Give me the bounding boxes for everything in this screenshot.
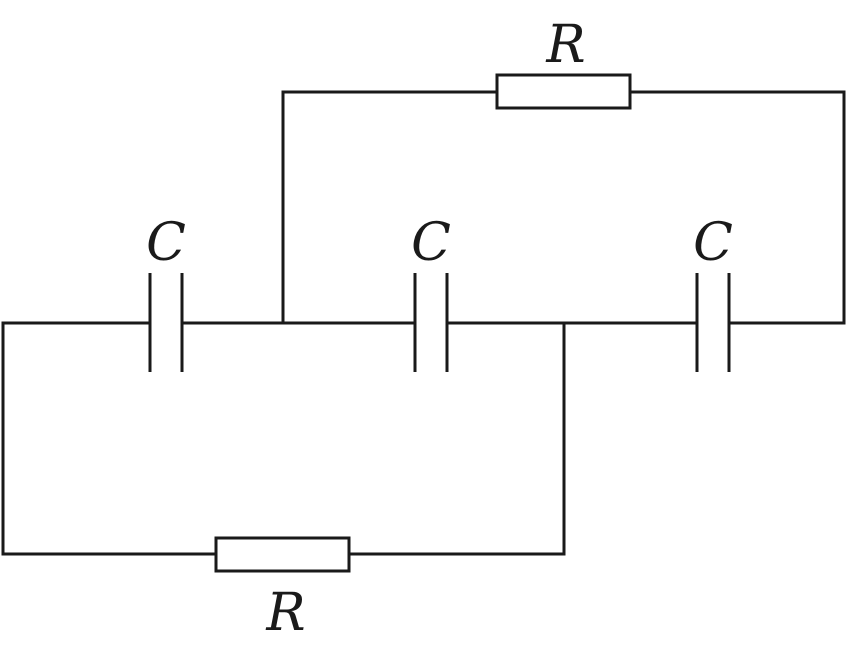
resistor-bottom (214, 536, 351, 573)
top-loop-wire (281, 90, 846, 325)
capacitor-left-label: C (146, 213, 186, 273)
capacitor-middle-label: C (411, 213, 451, 273)
capacitor-left (148, 273, 184, 372)
bottom-loop-wire (1, 321, 566, 556)
capacitor-middle (413, 273, 449, 372)
capacitor-right-label: C (693, 213, 733, 273)
resistor-top (495, 73, 632, 110)
resistor-top-label: R (545, 15, 585, 75)
capacitor-right (695, 273, 731, 372)
resistor-bottom-label: R (265, 583, 305, 643)
